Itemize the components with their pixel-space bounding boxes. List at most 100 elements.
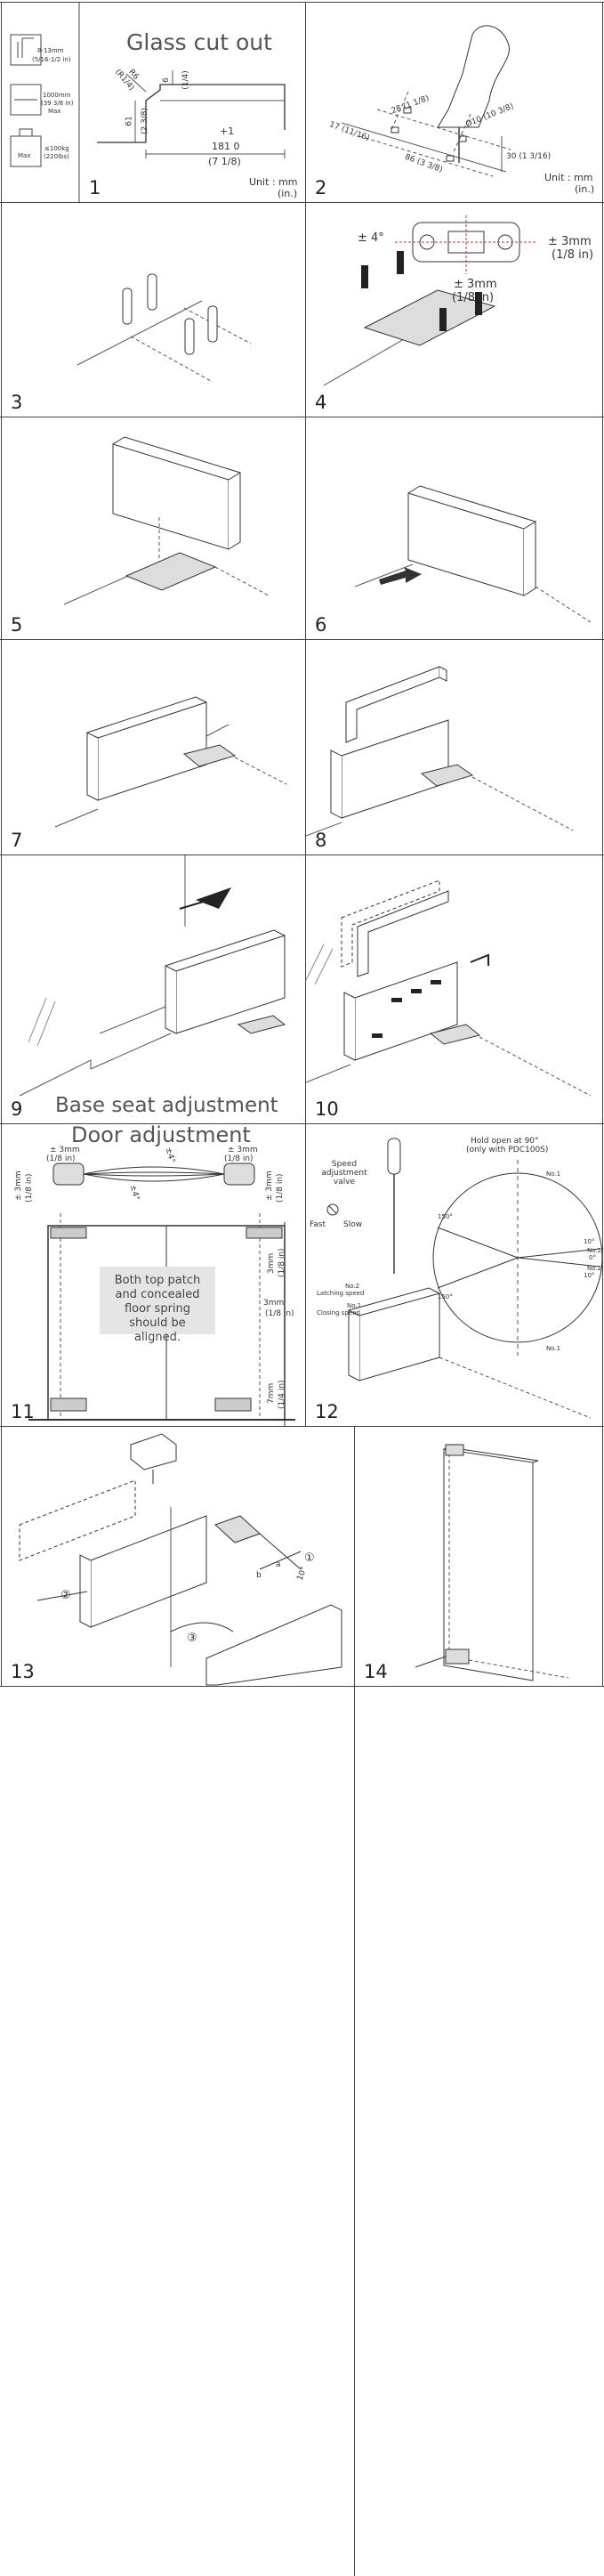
weight-limit: ≤100kg xyxy=(44,145,69,152)
panel-13-final-assembly: ① ② ③ a b 10° 13 xyxy=(2,1427,354,1686)
panel-number: 12 xyxy=(315,1401,339,1422)
grid-right xyxy=(602,2,603,1687)
panel-number: 5 xyxy=(11,614,23,636)
panel-11-door-adjustment: Door adjustment ± 3mm (1/8 in) ± 3mm (1/… xyxy=(2,1124,305,1426)
panel-number: 6 xyxy=(315,614,327,636)
panel-number: 4 xyxy=(315,392,327,413)
grid-bottom xyxy=(0,1686,604,1687)
no1-top: No.1 xyxy=(546,1171,561,1178)
no2-latching: No.2 xyxy=(345,1283,360,1290)
marker-1: ① xyxy=(304,1551,315,1565)
panel-12-speed-adjustment: Hold open at 90° (only with PDC100S) Spe… xyxy=(306,1124,602,1426)
adj-bottom-in: (1/8 in) xyxy=(452,291,495,304)
base-seat-drawing xyxy=(19,855,286,1097)
door-width: 1000mm xyxy=(43,92,71,99)
no2-b: No.2 xyxy=(587,1265,602,1272)
panel-9-base-seat: 9 Base seat adjustment xyxy=(2,855,305,1123)
grid-col-divider xyxy=(305,2,306,1426)
speed-adjustment-drawing xyxy=(326,1138,602,1419)
panel-number: 2 xyxy=(315,177,327,198)
panel-10-cover: 10 xyxy=(306,855,602,1123)
closer-installed-drawing xyxy=(54,696,287,828)
right-side-adj: ± 3mm xyxy=(265,1171,274,1201)
door-adjustment-drawing xyxy=(28,1162,295,1426)
glass-panel-drawing xyxy=(306,666,574,837)
deg-10-bottom: 10° xyxy=(584,1272,595,1279)
dim-61: 61 xyxy=(125,116,134,126)
deg-150-top: 150° xyxy=(438,1213,453,1220)
cover-drawing xyxy=(306,879,592,1097)
panel-number: 13 xyxy=(11,1661,35,1682)
gap-mid: 3mm xyxy=(263,1299,285,1308)
grid-row-5 xyxy=(0,1123,604,1124)
left-top-adj-in: (1/8 in) xyxy=(46,1154,76,1163)
panel-7-closer-installed: 7 xyxy=(2,640,305,855)
deg-0: 0° xyxy=(589,1254,596,1261)
panel-number: 8 xyxy=(315,830,327,851)
valve-label: Speed adjustment valve xyxy=(321,1160,367,1187)
panel-number: 10 xyxy=(315,1098,339,1120)
dim-181: 181 0 xyxy=(212,141,240,152)
adj-bottom: ± 3mm xyxy=(454,278,497,291)
slide-closer-drawing xyxy=(354,485,592,623)
drilling-drawing xyxy=(341,25,511,177)
panel-4-base-plate: ± 4° ± 3mm (1/8 in) ± 3mm (1/8 in) 4 xyxy=(306,203,602,417)
gap-top: 3mm xyxy=(267,1252,276,1274)
grid-row-3 xyxy=(0,639,604,640)
glass-thickness: 8-13mm xyxy=(37,47,64,54)
dim-plus1: +1 xyxy=(220,126,235,137)
right-side-adj-in: (1/8 in) xyxy=(276,1173,285,1203)
fast-label: Fast xyxy=(310,1220,326,1229)
panel-11-title: Door adjustment xyxy=(71,1124,251,1147)
label-b: b xyxy=(256,1571,262,1580)
base-plate-drawing xyxy=(323,215,537,386)
no1-bottom: No.1 xyxy=(546,1345,561,1352)
alignment-note: Both top patch and concealed floor sprin… xyxy=(100,1267,215,1344)
dim-6-in: (1/4) xyxy=(181,70,190,90)
panel-number: 1 xyxy=(89,177,101,198)
closing-speed: Closing speed xyxy=(317,1309,360,1316)
unit-label: Unit : mm xyxy=(544,172,593,183)
mount-closer-drawing xyxy=(63,436,270,605)
dim-6: 6 xyxy=(161,77,171,83)
door-width-max: Max xyxy=(48,108,61,115)
left-side-adj: ± 3mm xyxy=(14,1171,23,1201)
glass-thickness-in: (5/16-1/2 in) xyxy=(32,56,71,63)
panel-1-title: Glass cut out xyxy=(126,29,272,55)
grid-top xyxy=(0,2,604,3)
hold-open-sub: (only with PDC100S) xyxy=(466,1146,549,1154)
glass-cutout-drawing xyxy=(10,3,286,202)
panel-number: 11 xyxy=(11,1401,35,1422)
weight-limit-lbs: (220lbs) xyxy=(44,153,69,160)
panel-8-glass-panel: 8 xyxy=(306,640,602,855)
unit-label-in: (in.) xyxy=(278,188,298,199)
panel-number: 7 xyxy=(11,830,23,851)
panel-6-slide-closer: 6 xyxy=(306,417,602,639)
right-top-adj-in: (1/8 in) xyxy=(224,1154,254,1163)
right-top-adj: ± 3mm xyxy=(228,1146,258,1154)
grid-left xyxy=(1,2,2,1687)
panel-3-anchors: 3 xyxy=(2,203,305,417)
deg-150-bottom: 150° xyxy=(438,1293,453,1300)
door-width-in: (39 3/8 in) xyxy=(41,100,74,107)
adj-side-in: (1/8 in) xyxy=(552,248,594,262)
adj-angle: ± 4° xyxy=(358,231,384,245)
hold-open-label: Hold open at 90° xyxy=(471,1137,539,1146)
label-a: a xyxy=(276,1560,281,1569)
panel-number: 3 xyxy=(11,392,23,413)
deg-10-top: 10° xyxy=(584,1238,595,1245)
gap-bottom: 7mm xyxy=(267,1382,276,1404)
left-top-adj: ± 3mm xyxy=(50,1146,80,1154)
gap-bottom-in: (1/4 in) xyxy=(278,1380,286,1409)
adj-side: ± 3mm xyxy=(548,235,592,248)
panel-14-completed-door: 14 xyxy=(355,1427,602,1686)
gap-top-in: (1/8 in) xyxy=(278,1248,286,1277)
latching-speed: Latching speed xyxy=(317,1290,365,1297)
dim-181-in: (7 1/8) xyxy=(208,156,241,167)
no2-a: No.2 xyxy=(587,1247,602,1254)
dim-61-in: (2 3/8) xyxy=(141,107,150,135)
panel-1-glass-cutout: Glass cut out 8-13mm (5/16-1/2 in) 1000m… xyxy=(2,3,305,202)
no1-closing: No.1 xyxy=(347,1302,362,1309)
panel-number: 9 xyxy=(11,1098,23,1120)
